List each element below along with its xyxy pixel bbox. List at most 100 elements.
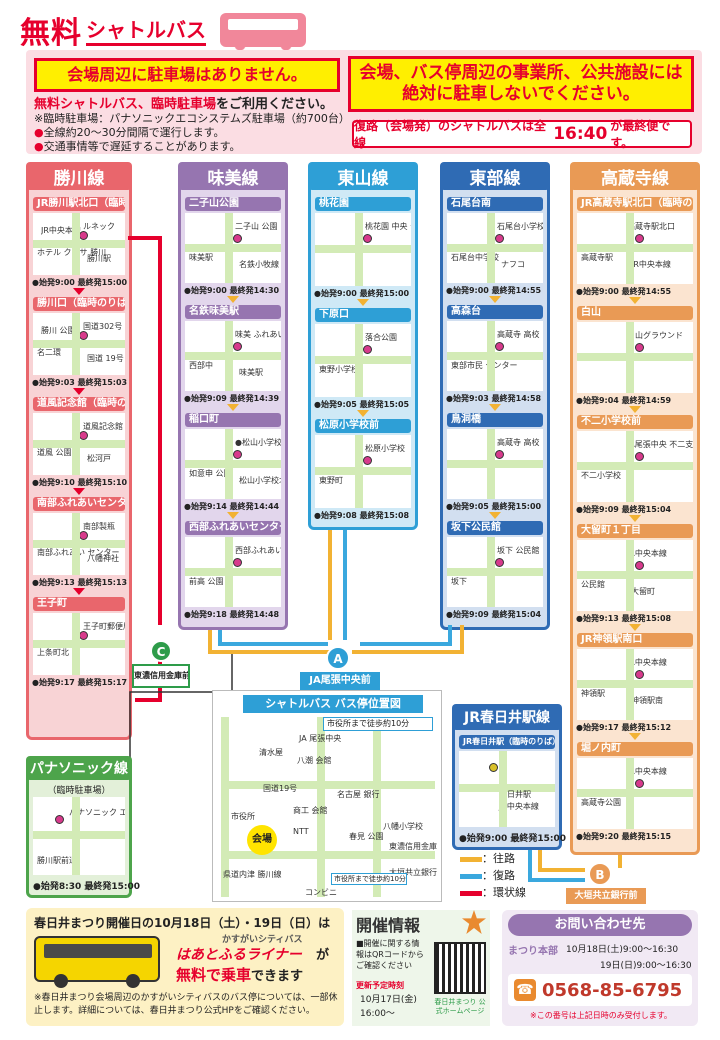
legend-return-swatch — [460, 873, 482, 879]
map-label: 坂下 公民館 — [497, 546, 540, 555]
bus-stop-times: ●始発9:14 最終発14:44 — [184, 502, 280, 511]
bus-stop-times: ●始発9:03 最終発15:03 — [32, 378, 128, 387]
map-label: 石尾台中学校 — [451, 252, 499, 262]
contact-title: お問い合わせ先 — [508, 914, 692, 936]
bus-stop-name: 西部ふれあいセンター — [185, 521, 281, 535]
map-label: ルネック — [83, 222, 115, 231]
route-line-header: 東山線 — [308, 162, 418, 190]
hub-c-icon: C — [150, 640, 172, 662]
map-label: 大垣共立銀行 — [389, 868, 437, 877]
bus-stop-name: 二子山公園 — [185, 197, 281, 211]
map-label: 味美駅 — [189, 252, 213, 262]
map-label: 坂下 — [451, 576, 467, 586]
legend-return: ：復路 — [482, 869, 515, 882]
use-shuttle-suffix: をご利用ください。 — [216, 97, 334, 112]
bus-stop-map: 桃花園 中央 公園 — [315, 213, 411, 286]
bus-stop-name: 名鉄味美駅 — [185, 305, 281, 319]
bus-stop-name: 大留町１丁目 — [577, 524, 693, 538]
bus-stop-name: JR神領駅南口 — [577, 633, 693, 647]
map-label: 王子町郵便局 — [83, 622, 125, 631]
bus-stop-times: ●始発9:08 最終発15:08 — [314, 511, 410, 520]
contact-phone-box[interactable]: ☎ 0568-85-6795 — [508, 974, 692, 1006]
contact-panel: お問い合わせ先 まつり本部 10月18日(土)9:00〜16:30 19日(日)… — [502, 910, 698, 1026]
bullet-icon: ● — [34, 126, 44, 139]
bus-stop-map: JA尾張中央 不二支店不二小学校 — [577, 431, 693, 502]
bus-stop-map: 石尾台小学校石尾台中学校ナフコ — [447, 213, 543, 283]
festival-panel: 春日井まつり開催日の10月18日（土）・19日（日）は かすがいシティバス はあ… — [26, 908, 344, 1026]
route-line-header: 東部線 — [440, 162, 550, 190]
bus-stop-times: ●始発9:04 最終発14:59 — [576, 396, 672, 405]
bus-stop-map: 松原小学校東野町 — [315, 435, 411, 508]
update-time: 16:00〜 — [360, 1009, 395, 1019]
next-stop-arrow-icon — [227, 296, 239, 303]
bus-stop-times: ●始発9:03 最終発14:58 — [446, 394, 542, 403]
next-stop-arrow-icon — [73, 488, 85, 495]
bus-stop-pin-icon — [363, 456, 372, 465]
bus-stop-name: 坂下公民館 — [447, 521, 543, 535]
festival-dekimasu: できます — [251, 969, 304, 984]
next-stop-arrow-icon — [357, 299, 369, 306]
use-shuttle-prefix: 無料シャトルバス — [34, 97, 139, 112]
bus-stop-times: ●始発9:20 最終発15:15 — [576, 832, 672, 841]
hub-a-name: JA尾張中央前 — [300, 672, 380, 690]
map-label: JR中央本線 — [41, 226, 81, 236]
jr-kasugai-header: JR春日井駅線 — [452, 704, 562, 730]
qr-code-icon[interactable] — [434, 942, 486, 994]
event-info-desc: ■開催に関する情報はQRコードからご確認ください — [356, 939, 424, 970]
map-label: 如意申 公園 — [189, 468, 232, 478]
map-label: 県道内津 勝川線 — [223, 870, 282, 879]
route-line-header: 味美線 — [178, 162, 288, 190]
panasonic-map: パナソニック エコシステムズ 勝川駅前通 — [33, 797, 125, 875]
hub-a-icon: A — [326, 646, 350, 670]
bus-stop-times: ●始発9:00 最終発14:30 — [184, 286, 280, 295]
route-line-panel: 高蔵寺線JR高蔵寺駅北口（臨時のりば）高蔵寺駅北口高蔵寺駅JR中央本線●始発9:… — [570, 162, 700, 855]
festival-sub-brand: かすがいシティバス — [222, 935, 303, 945]
panasonic-line-panel: パナソニック線 （臨時駐車場） パナソニック エコシステムズ 勝川駅前通 ●始発… — [26, 756, 140, 898]
festival-free: 無料で — [176, 966, 222, 984]
bus-stop-map: 王子町郵便局上条町北 — [33, 613, 125, 675]
map-label: JA 尾張中央 — [299, 734, 342, 743]
contact-date-1: 10月18日(土)9:00〜16:30 — [566, 945, 679, 955]
map-label: 味美駅 — [239, 367, 263, 377]
bus-stop-times: ●始発9:18 最終発14:48 — [184, 610, 280, 619]
walk-note-bottom: 市役所まで徒歩約10分 — [331, 873, 407, 885]
bus-stop-pin-icon — [233, 342, 242, 351]
map-label: JR中央本線 — [631, 260, 671, 270]
bullet-2: 交通事情等で遅延することがあります。 — [43, 140, 241, 153]
map-label: 松河戸 — [87, 454, 111, 464]
last-bus-suffix: が最終便です。 — [610, 119, 671, 150]
hub-b-icon: B — [588, 862, 612, 886]
bus-stop-name: 勝川口（臨時のりば） — [33, 297, 125, 311]
maple-leaf-icon — [462, 910, 486, 934]
event-info-title: 開催情報 — [356, 916, 421, 935]
map-label: 八幡小学校 — [383, 822, 423, 831]
map-label: NTT — [293, 827, 309, 836]
map-label: ●松山小学校 — [235, 438, 281, 447]
stop-location-map: シャトルバス バス停位置図 市役所まで徒歩約10分 JA 尾張中央 清水屋 八潮… — [212, 690, 442, 902]
bus-stop-name: 不二小学校前 — [577, 415, 693, 429]
event-info-panel: 開催情報 ■開催に関する情報はQRコードからご確認ください 更新予定時刻 10月… — [352, 910, 490, 1026]
stop-map-title: シャトルバス バス停位置図 — [243, 695, 423, 713]
bus-stop-pin-icon — [635, 670, 644, 679]
map-label: 高蔵寺駅北口 — [627, 222, 675, 231]
bus-stop-name: JR勝川駅北口（臨時のりば） — [33, 197, 125, 211]
map-label: 西部中 — [189, 360, 213, 370]
map-label: 名鉄小牧線 — [239, 259, 279, 269]
bus-stop-pin-icon — [495, 558, 504, 567]
map-label: 高蔵寺公園 — [581, 798, 621, 808]
bus-stop-name: 白山 — [577, 306, 693, 320]
bus-stop-pin-icon — [635, 343, 644, 352]
map-label: 八幡神社 — [87, 554, 119, 564]
bus-stop-name: JR高蔵寺駅北口（臨時のりば） — [577, 197, 693, 211]
bus-stop-map: 白山グラウンド — [577, 322, 693, 393]
contact-hq: まつり本部 — [508, 946, 558, 957]
map-label: 桃花園 中央 公園 — [365, 222, 411, 231]
tobu-ret-line — [360, 625, 452, 646]
bus-stop-pin-icon — [495, 234, 504, 243]
map-label: 勝川駅前通 — [37, 856, 77, 865]
tobu-out-line — [352, 625, 464, 654]
last-bus-prefix: 復路（会場発）のシャトルバスは全線 — [354, 119, 547, 150]
last-bus-notice: 復路（会場発）のシャトルバスは全線 16:40 が最終便です。 — [352, 119, 692, 150]
